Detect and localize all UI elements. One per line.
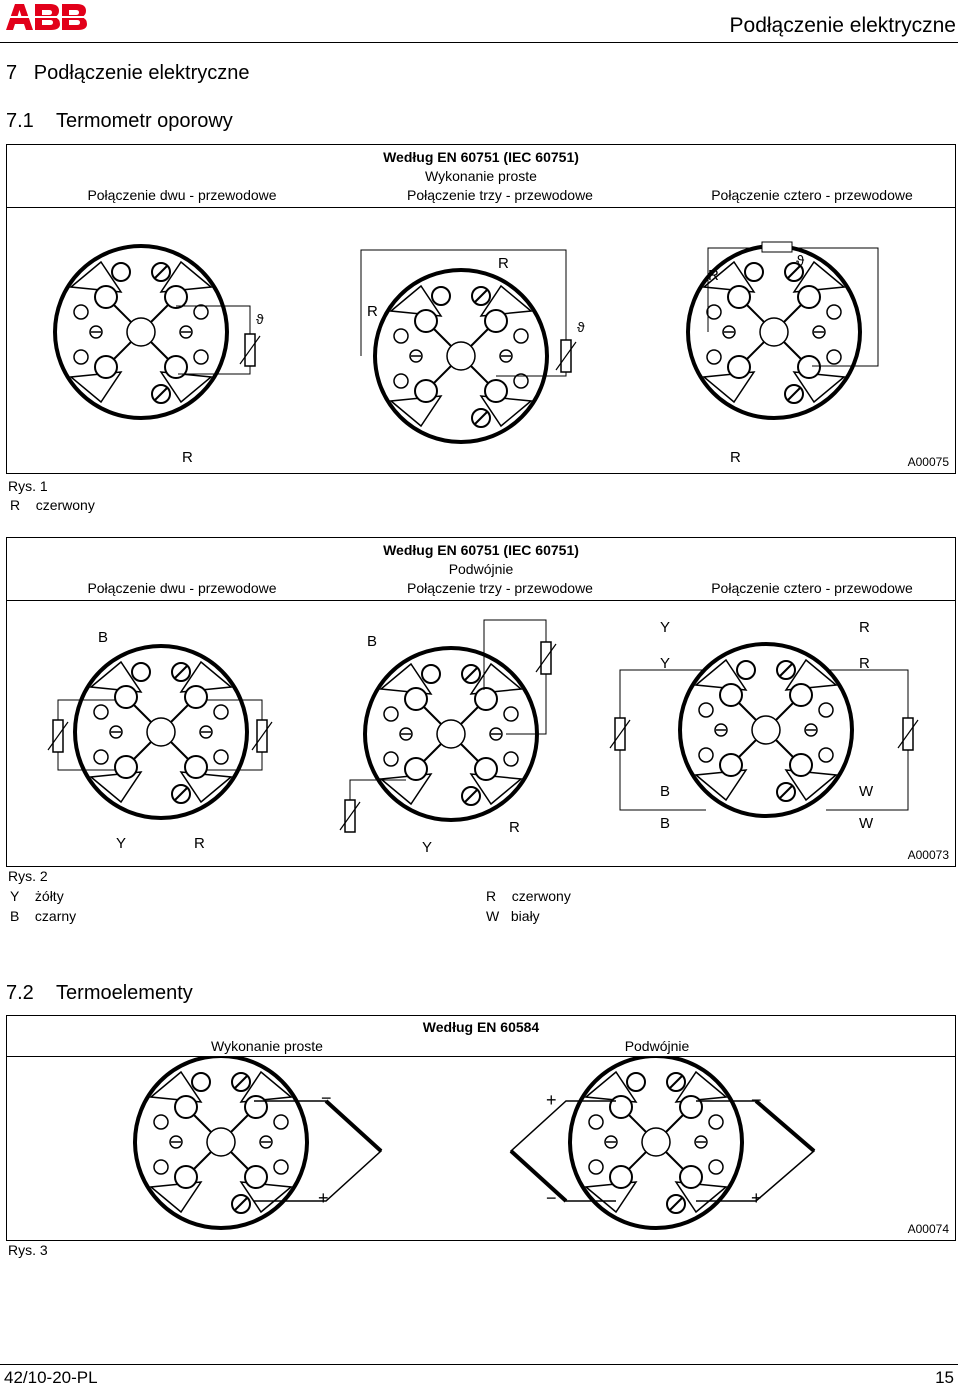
- fig1-resistor-4wire: [761, 241, 793, 253]
- fig1-col-3wire: Połączenie trzy - przewodowe: [407, 187, 593, 203]
- fig3-plus-3: +: [751, 1188, 762, 1208]
- fig1-theta-3: ϑ: [796, 253, 805, 270]
- fig1-r-2wire: R: [182, 449, 193, 466]
- fig1-resistor-2wire: [239, 333, 261, 367]
- running-header: Podłączenie elektryczne: [729, 14, 956, 37]
- fig3-plus-1: +: [318, 1188, 329, 1208]
- fig2-r-1: R: [194, 835, 205, 852]
- fig2-b-2: B: [367, 633, 377, 650]
- fig2-y-3a: Y: [660, 619, 670, 636]
- fig2-resistor-3wire-top: [535, 641, 557, 675]
- fig1-col-2wire: Połączenie dwu - przewodowe: [87, 187, 277, 203]
- fig1-theta-2: ϑ: [577, 319, 585, 335]
- fig2-standard: Według EN 60751 (IEC 60751): [383, 542, 579, 558]
- fig2-col-3wire: Połączenie trzy - przewodowe: [407, 580, 593, 596]
- footer-rule: [0, 1364, 958, 1365]
- fig2-col-4wire: Połączenie cztero - przewodowe: [711, 580, 913, 596]
- fig2-y-2: Y: [422, 839, 432, 856]
- fig1-panel: Według EN 60751 (IEC 60751) Wykonanie pr…: [6, 144, 956, 474]
- subsection-heading-7-2: 7.2 Termoelementy: [6, 982, 193, 1004]
- fig2-y-1: Y: [116, 835, 126, 852]
- fig2-b-1: B: [98, 629, 108, 646]
- fig1-r-3wire-top: R: [498, 255, 509, 272]
- section-heading: 7 Podłączenie elektryczne: [6, 62, 250, 84]
- fig2-y-3b: Y: [660, 655, 670, 672]
- fig2-diagrams: B Y R B Y R Y Y R R B B W W: [47, 619, 919, 856]
- fig2-r-3b: R: [859, 655, 870, 672]
- fig2-caption: Rys. 2: [8, 868, 48, 884]
- fig1-head-2wire: [53, 244, 229, 420]
- fig2-resistor-4wire-left: [609, 717, 631, 751]
- fig3-standard: Według EN 60584: [422, 1019, 540, 1035]
- fig2-resistor-4wire-right: [897, 717, 919, 751]
- fig2-legend-w: W biały: [486, 908, 540, 924]
- fig3-minus-2: −: [546, 1188, 557, 1208]
- fig2-r-3a: R: [859, 619, 870, 636]
- fig3-minus-3: −: [751, 1090, 762, 1110]
- footer-page-number: 15: [935, 1368, 954, 1387]
- fig1-legend: R czerwony: [10, 497, 95, 513]
- fig3-caption: Rys. 3: [8, 1242, 48, 1258]
- fig2-code: A00073: [907, 848, 949, 862]
- fig2-legend-r: R czerwony: [486, 888, 571, 904]
- fig2-w-3b: W: [859, 815, 874, 832]
- footer-doc-number: 42/10-20-PL: [4, 1368, 98, 1387]
- fig1-caption: Rys. 1: [8, 478, 48, 494]
- fig2-legend-b: B czarny: [10, 908, 77, 924]
- fig1-resistor-3wire: [555, 339, 577, 373]
- fig2-variant: Podwójnie: [448, 561, 514, 577]
- fig1-r-4wire-top: R: [708, 267, 719, 284]
- fig3-col-double: Podwójnie: [624, 1038, 690, 1054]
- fig2-col-2wire: Połączenie dwu - przewodowe: [87, 580, 277, 596]
- fig1-r-3wire-left: R: [367, 303, 378, 320]
- fig3-head-simple: [133, 1056, 309, 1230]
- fig1-code: A00075: [907, 455, 949, 469]
- fig2-r-2: R: [509, 819, 520, 836]
- fig1-standard: Według EN 60751 (IEC 60751): [383, 149, 579, 165]
- fig2-resistor-2wire-right: [251, 719, 273, 753]
- fig3-minus-1: −: [321, 1088, 332, 1108]
- fig2-b-3a: B: [660, 783, 670, 800]
- header-rule: [0, 42, 958, 43]
- subsection-heading-7-1: 7.1 Termometr oporowy: [6, 110, 233, 132]
- fig2-w-3a: W: [859, 783, 874, 800]
- fig1-diagrams: ϑ R ϑ R R ϑ R R: [53, 241, 879, 466]
- fig2-resistor-2wire-left: [47, 719, 69, 753]
- fig2-panel: Według EN 60751 (IEC 60751) Podwójnie Po…: [6, 537, 956, 867]
- abb-logo: [2, 2, 90, 32]
- fig1-head-3wire: [373, 268, 549, 444]
- fig1-theta-1: ϑ: [256, 311, 264, 327]
- fig2-legend-y: Y żółty: [10, 888, 64, 904]
- fig3-head-double: [568, 1056, 744, 1230]
- fig2-head-2wire: [73, 644, 249, 820]
- fig1-col-4wire: Połączenie cztero - przewodowe: [711, 187, 913, 203]
- fig3-col-simple: Wykonanie proste: [211, 1038, 323, 1054]
- fig3-panel: Według EN 60584 Wykonanie proste Podwójn…: [6, 1015, 956, 1241]
- fig3-code: A00074: [907, 1222, 949, 1236]
- fig1-r-4wire-bottom: R: [730, 449, 741, 466]
- fig2-b-3b: B: [660, 815, 670, 832]
- fig2-resistor-3wire-bottom: [339, 799, 361, 833]
- fig3-diagrams: − + + − − +: [133, 1056, 816, 1230]
- fig3-plus-2: +: [546, 1090, 557, 1110]
- fig1-variant: Wykonanie proste: [425, 168, 537, 184]
